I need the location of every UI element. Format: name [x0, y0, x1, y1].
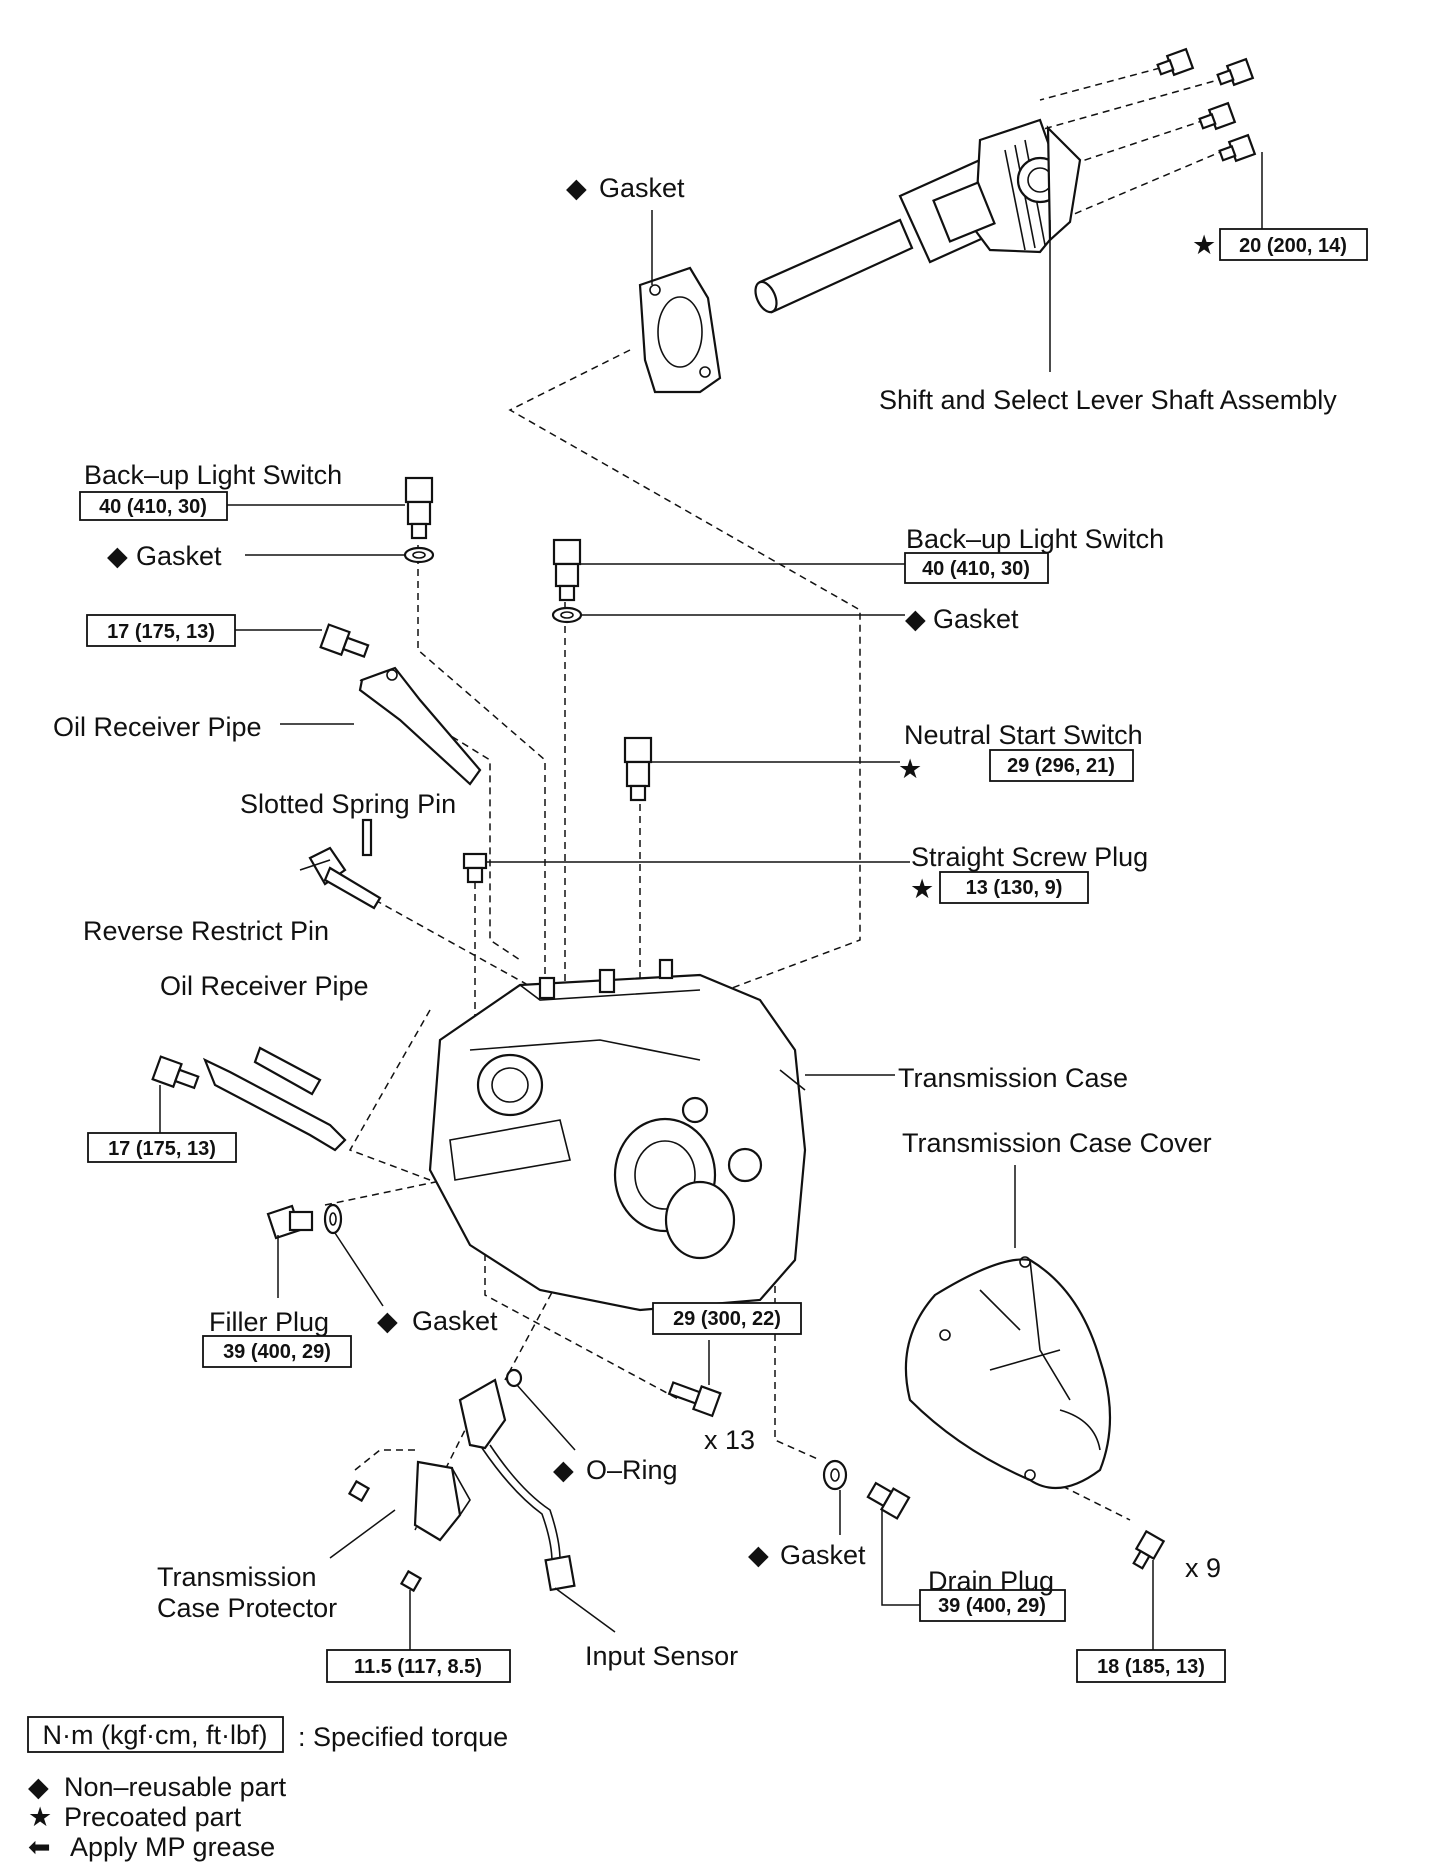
- star-icon: ★: [898, 754, 922, 784]
- label-backup-switch-right: Back–up Light Switch: [906, 524, 1164, 554]
- o-ring: [505, 1368, 523, 1388]
- straight-screw-plug: [462, 852, 488, 884]
- legend-unit-box: N·m (kgf·cm, ft·lbf): [43, 1720, 268, 1750]
- label-drain-plug: Drain Plug: [928, 1566, 1054, 1596]
- torque-case-bolts: 29 (300, 22): [673, 1308, 781, 1330]
- label-x13: x 13: [704, 1425, 755, 1455]
- legend-precoated: Precoated part: [64, 1802, 242, 1832]
- torque-neutral-start: 29 (296, 21): [1007, 755, 1115, 777]
- star-icon: ★: [1192, 230, 1216, 260]
- star-icon: ★: [28, 1802, 52, 1832]
- diamond-icon: ◆: [28, 1772, 49, 1802]
- torque-cover-bolts: 18 (185, 13): [1097, 1656, 1205, 1678]
- torque-drain-plug: 39 (400, 29): [938, 1595, 1046, 1617]
- legend-unit-desc: : Specified torque: [298, 1722, 508, 1752]
- reverse-restrict-pin: [308, 846, 382, 910]
- label-case-protector-line1: Transmission: [157, 1562, 317, 1592]
- torque-backup-right: 40 (410, 30): [922, 558, 1030, 580]
- label-trans-case: Transmission Case: [898, 1063, 1128, 1093]
- slotted-spring-pin: [361, 818, 373, 857]
- protector-bolts: [347, 1479, 423, 1593]
- label-slotted-pin: Slotted Spring Pin: [240, 789, 456, 819]
- torque-pipe-upper-bolt: 17 (175, 13): [107, 621, 215, 643]
- label-reverse-pin: Reverse Restrict Pin: [83, 916, 329, 946]
- backup-light-switch-right: [551, 538, 583, 624]
- diamond-icon: ◆: [377, 1306, 398, 1336]
- input-sensor: [458, 1378, 576, 1592]
- leader-lines: [159, 152, 1263, 1650]
- label-backup-switch-left: Back–up Light Switch: [84, 460, 342, 490]
- drain-gasket: [822, 1459, 848, 1491]
- label-gasket-drain: Gasket: [780, 1540, 866, 1570]
- torque-backup-left: 40 (410, 30): [99, 496, 207, 518]
- torque-boxes: [27, 228, 1368, 1753]
- label-gasket-filler: Gasket: [412, 1306, 498, 1336]
- shift-select-lever-shaft-assembly: [754, 118, 1082, 314]
- drain-plug: [866, 1481, 911, 1520]
- arrow-left-icon: ⬅: [28, 1832, 51, 1862]
- label-oil-pipe-upper: Oil Receiver Pipe: [53, 712, 262, 742]
- backup-light-switch-left: [403, 476, 435, 564]
- transmission-case-protector: [413, 1460, 471, 1542]
- legend-mp-grease: Apply MP grease: [70, 1832, 275, 1862]
- legend: N·m (kgf·cm, ft·lbf) : Specified torque …: [28, 1720, 508, 1862]
- label-case-protector-line2: Case Protector: [157, 1593, 337, 1623]
- diamond-icon: ◆: [553, 1455, 574, 1485]
- label-x9: x 9: [1185, 1553, 1221, 1583]
- torque-pipe-lower-bolt: 17 (175, 13): [108, 1138, 216, 1160]
- star-icon: ★: [910, 874, 934, 904]
- label-straight-plug: Straight Screw Plug: [911, 842, 1148, 872]
- lower-oil-receiver-pipe: [202, 1046, 347, 1152]
- diamond-icon: ◆: [748, 1540, 769, 1570]
- cover-bolt: [1132, 1529, 1166, 1570]
- label-gasket-left: Gasket: [136, 541, 222, 571]
- filler-plug: [266, 1204, 314, 1240]
- label-oil-pipe-lower: Oil Receiver Pipe: [160, 971, 369, 1001]
- diamond-icon: ◆: [107, 541, 128, 571]
- diamond-icon: ◆: [566, 173, 587, 203]
- label-shift-select-assembly: Shift and Select Lever Shaft Assembly: [879, 385, 1337, 415]
- torque-shift-bolts: 20 (200, 14): [1239, 235, 1347, 257]
- lower-pipe-bolt: [151, 1055, 200, 1090]
- label-neutral-start: Neutral Start Switch: [904, 720, 1143, 750]
- transmission-case: [428, 958, 807, 1312]
- label-gasket-top: Gasket: [599, 173, 685, 203]
- legend-non-reusable: Non–reusable part: [64, 1772, 287, 1802]
- label-gasket-right: Gasket: [933, 604, 1019, 634]
- filler-gasket: [323, 1203, 343, 1235]
- case-bolt: [667, 1381, 722, 1418]
- upper-oil-receiver-pipe: [358, 666, 482, 786]
- label-o-ring: O–Ring: [586, 1455, 678, 1485]
- shift-assembly-bolts: [1156, 47, 1257, 163]
- torque-filler-plug: 39 (400, 29): [223, 1341, 331, 1363]
- label-filler-plug: Filler Plug: [209, 1307, 329, 1337]
- torque-straight-plug: 13 (130, 9): [966, 877, 1063, 899]
- label-trans-case-cover: Transmission Case Cover: [902, 1128, 1212, 1158]
- top-gasket: [638, 266, 722, 394]
- neutral-start-switch: [623, 736, 653, 802]
- diamond-icon: ◆: [905, 604, 926, 634]
- transmission-case-cover: [904, 1256, 1112, 1490]
- upper-pipe-bolt: [319, 623, 370, 658]
- label-input-sensor: Input Sensor: [585, 1641, 738, 1671]
- torque-protector-bolt: 11.5 (117, 8.5): [354, 1656, 482, 1678]
